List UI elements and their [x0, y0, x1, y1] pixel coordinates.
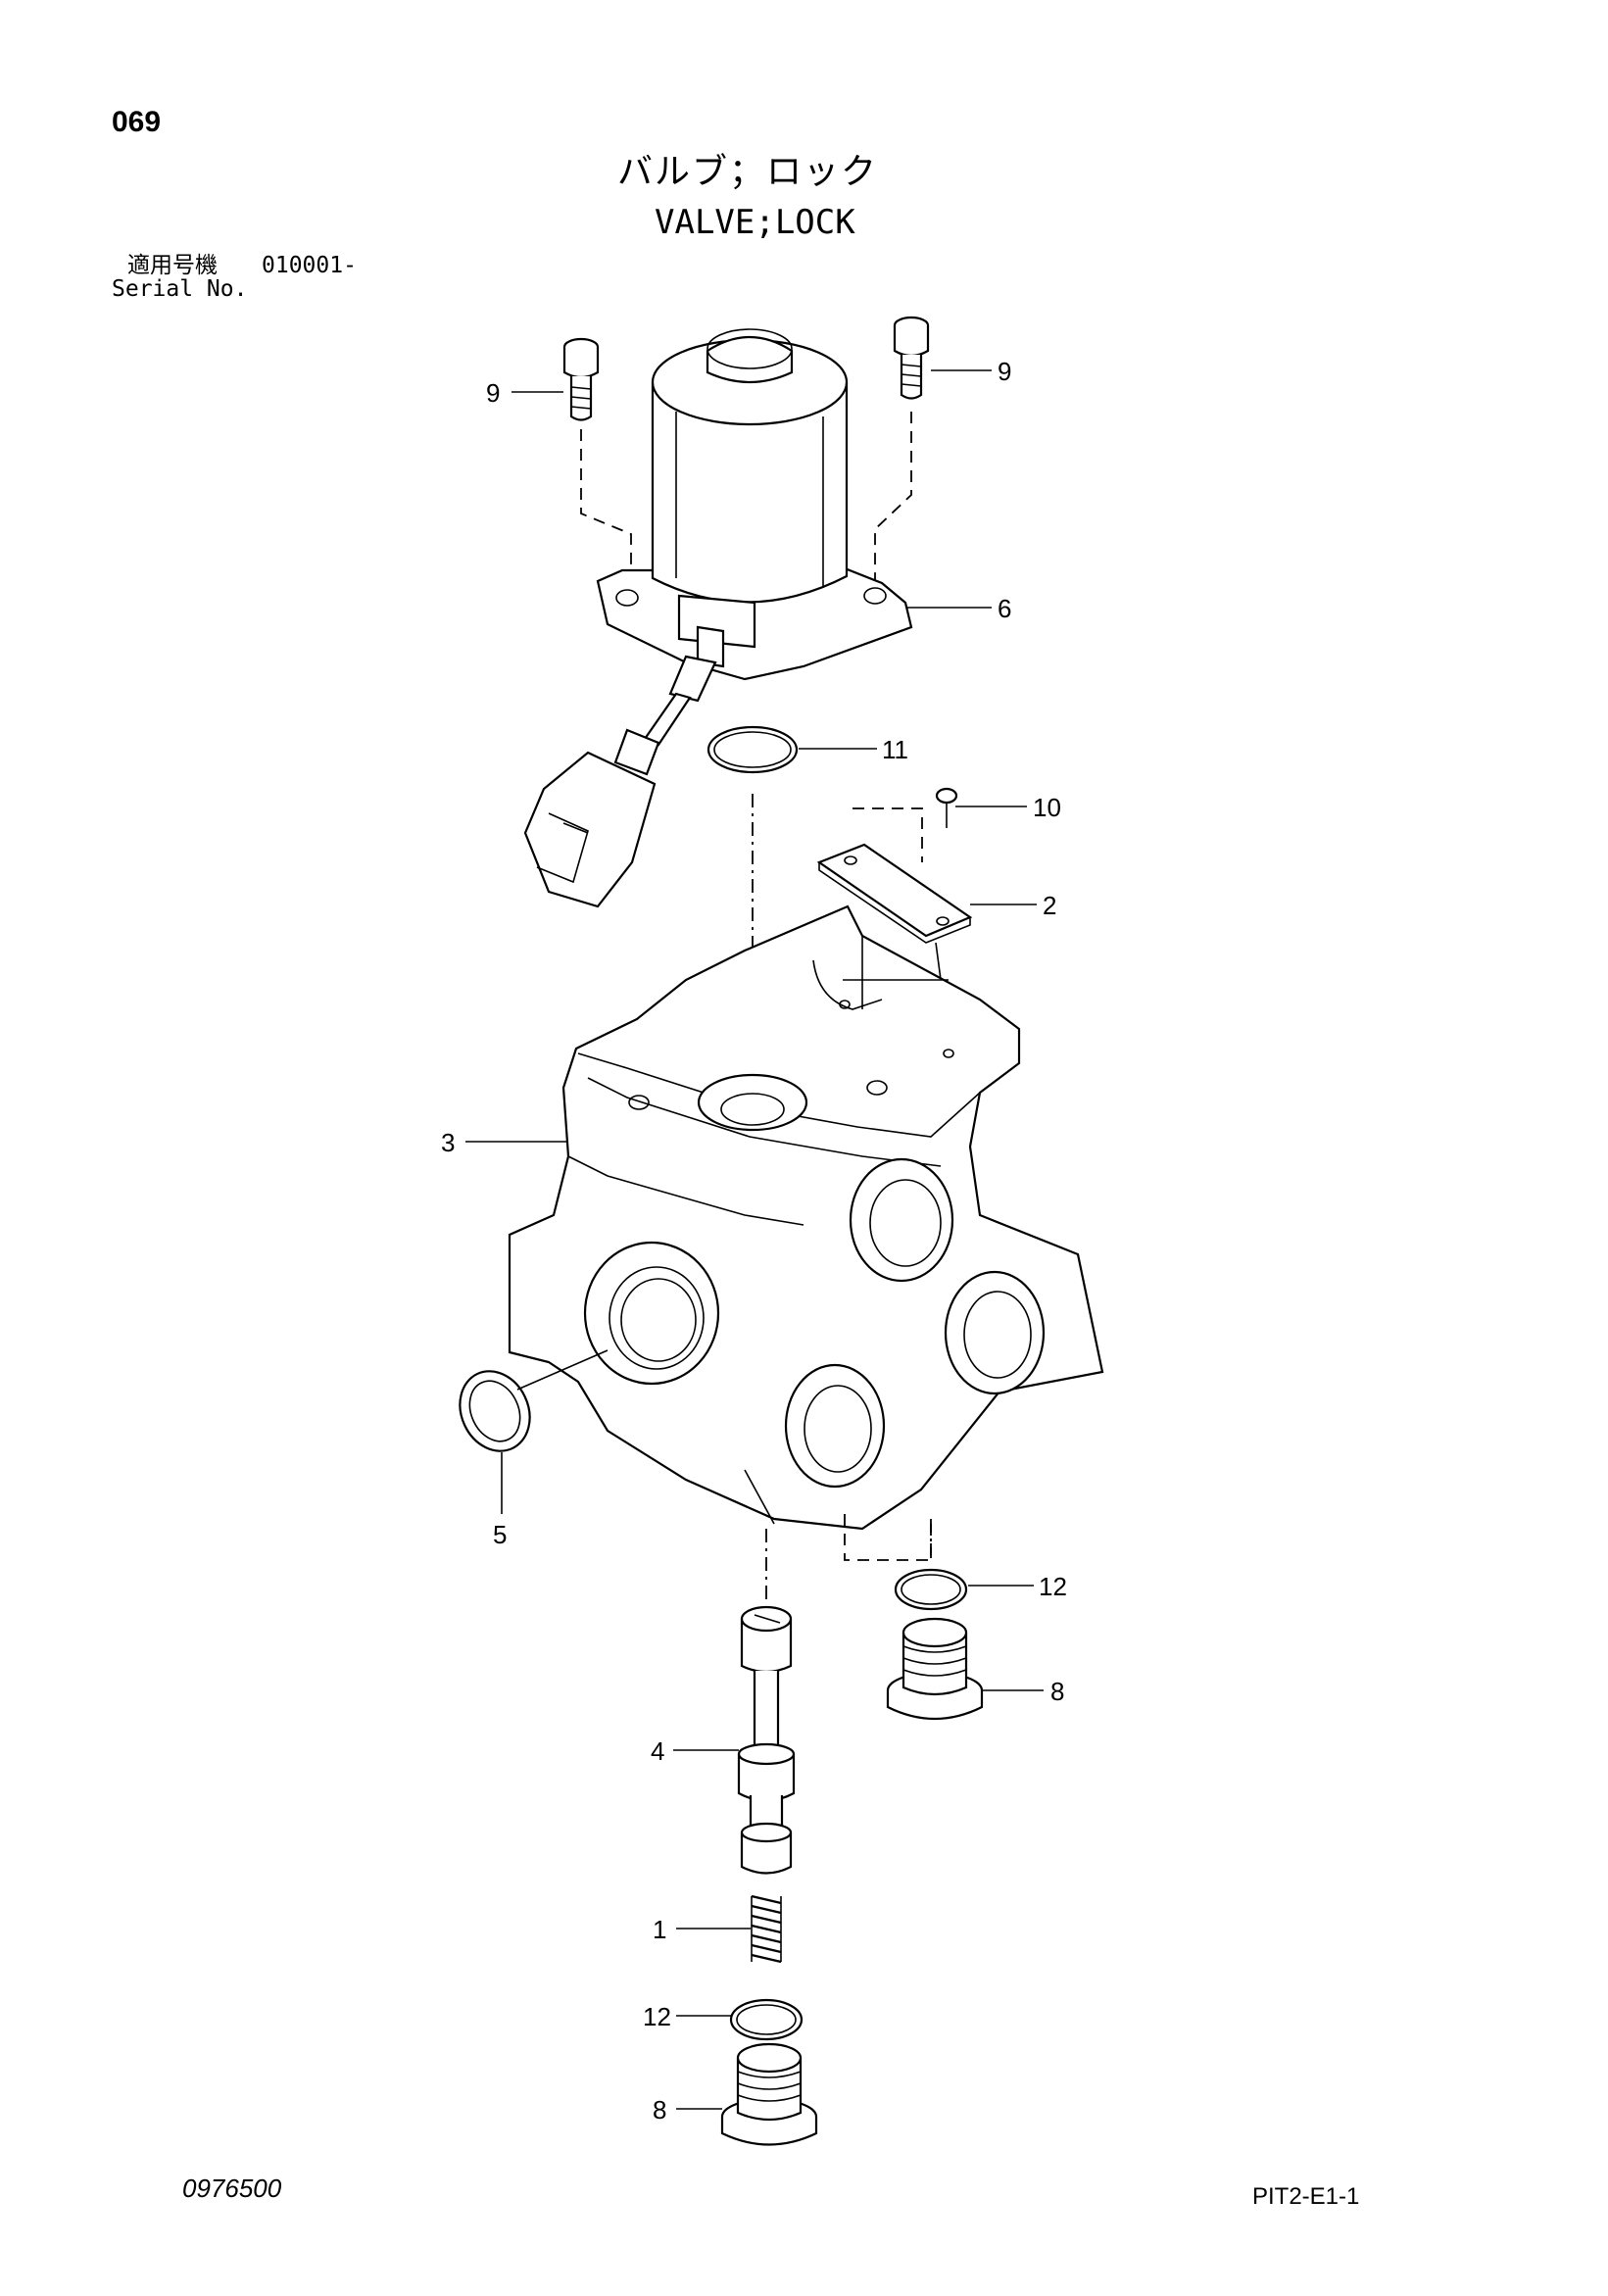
- page-code: PIT2-E1-1: [1252, 2183, 1360, 2210]
- callout-12-bottom: 12: [643, 2002, 671, 2031]
- callout-2: 2: [1043, 891, 1056, 920]
- callout-5: 5: [493, 1520, 507, 1549]
- callout-6: 6: [998, 594, 1011, 623]
- o-ring-12-bottom: [729, 1998, 804, 2041]
- spring-1: [751, 1894, 782, 1964]
- lower-port: [784, 1363, 886, 1489]
- callout-4: 4: [651, 1736, 664, 1766]
- callout-8-bottom: 8: [653, 2095, 666, 2125]
- plug-8-bottom: [720, 2042, 818, 2146]
- solenoid-coil: [596, 328, 913, 681]
- callout-3: 3: [441, 1128, 455, 1157]
- title-english: VALVE;LOCK: [655, 203, 855, 242]
- callout-9-right: 9: [998, 357, 1011, 386]
- callout-1: 1: [653, 1915, 666, 1944]
- spool-4: [737, 1529, 796, 1875]
- serial-range: 010001-: [262, 253, 357, 278]
- front-port: [583, 1241, 720, 1386]
- title-japanese: バルブ；ロック: [617, 152, 879, 192]
- callout-11: 11: [882, 735, 908, 764]
- side-port: [944, 1270, 1046, 1395]
- callout-9-left: 9: [486, 378, 500, 408]
- upper-right-port: [849, 1157, 954, 1283]
- serial-label-english: Serial No.: [112, 276, 248, 302]
- page-number: 069: [112, 106, 162, 138]
- o-ring-12-right: [894, 1568, 968, 1611]
- bolt-right: [874, 316, 930, 593]
- callout-8-right: 8: [1050, 1677, 1064, 1706]
- bolt-left: [562, 337, 632, 598]
- callout-12-right: 12: [1039, 1572, 1067, 1601]
- plug-8-right: [886, 1617, 984, 1721]
- callout-10: 10: [1033, 793, 1061, 822]
- valve-body: [508, 904, 1104, 1561]
- screw-10: [935, 787, 958, 828]
- plate-2: [816, 807, 973, 1040]
- leader-lines: [465, 369, 1044, 2110]
- serial-label-japanese: 適用号機: [127, 253, 218, 278]
- plug-5: [459, 1349, 609, 1514]
- solenoid-harness: [523, 625, 725, 908]
- o-ring-11: [707, 725, 799, 1088]
- document-number: 0976500: [182, 2174, 282, 2203]
